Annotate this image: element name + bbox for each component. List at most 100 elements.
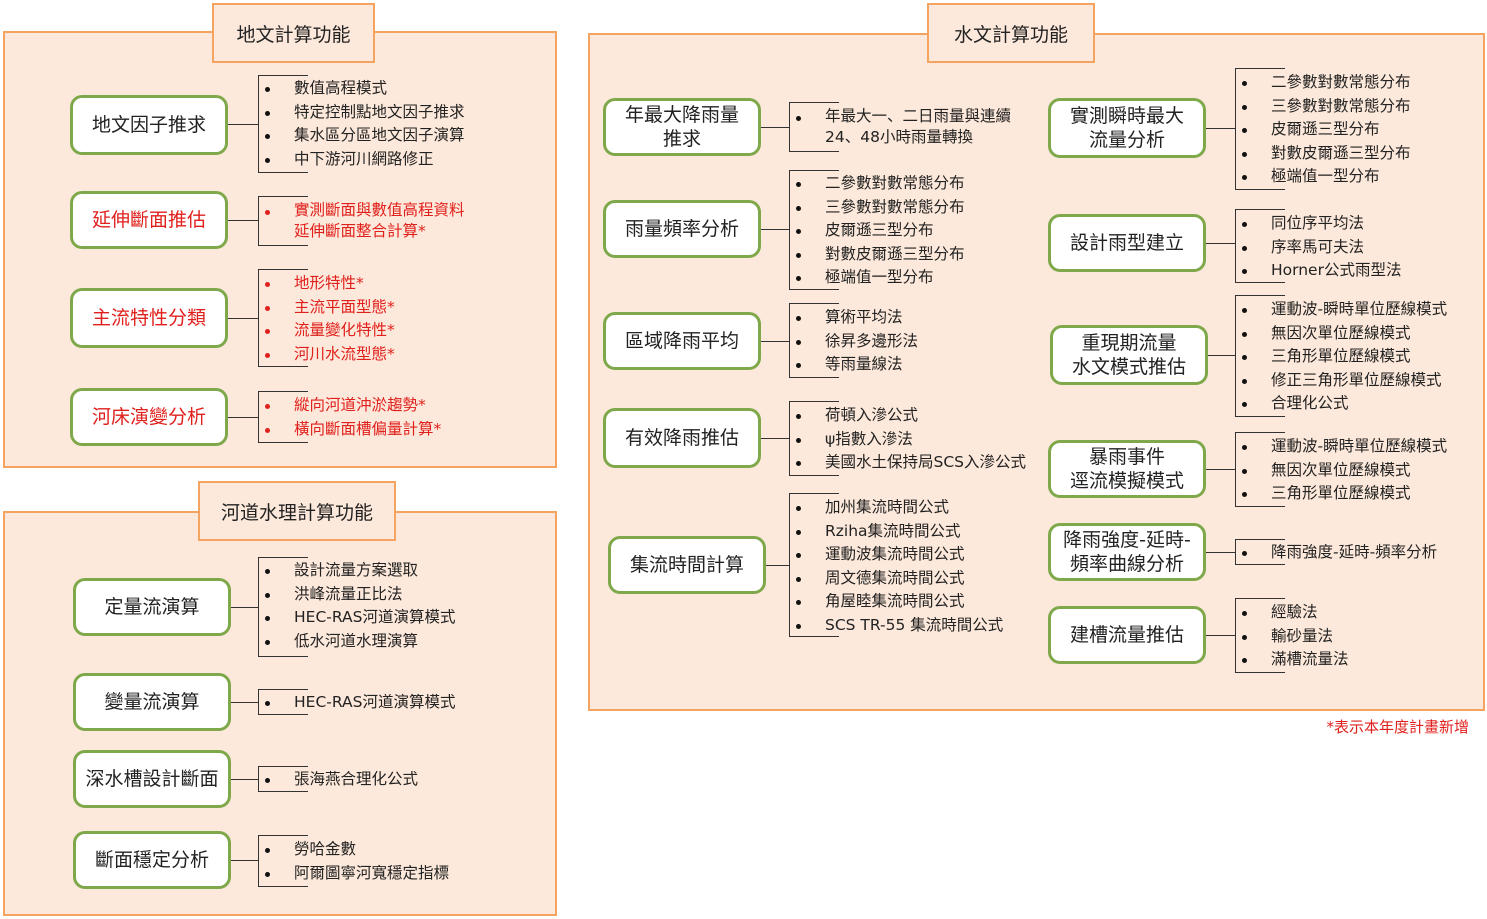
connector xyxy=(231,702,258,703)
list-item: 算術平均法 xyxy=(789,306,918,330)
list-item: 設計流量方案選取 xyxy=(258,559,455,583)
list-item: 阿爾圖寧河寬穩定指標 xyxy=(258,862,449,886)
list-item: 低水河道水理演算 xyxy=(258,630,455,654)
list-item: 主流平面型態* xyxy=(258,296,395,320)
connector xyxy=(231,607,258,608)
list-annual-max-rainfall: 年最大一、二日雨量與連續 24、48小時雨量轉換 xyxy=(789,106,1011,148)
bracket xyxy=(789,102,839,152)
list-item: 河川水流型態* xyxy=(258,343,395,367)
connector xyxy=(228,318,258,319)
list-item: 年最大一、二日雨量與連續 24、48小時雨量轉換 xyxy=(789,106,1011,148)
list-item: 對數皮爾遜三型分布 xyxy=(1235,142,1411,166)
list-item: 極端值一型分布 xyxy=(789,266,965,290)
list-mainstream-class: 地形特性* 主流平面型態* 流量變化特性* 河川水流型態* xyxy=(258,272,395,366)
node-areal-rainfall: 區域降雨平均 xyxy=(603,312,761,370)
legend-note: *表示本年度計畫新增 xyxy=(1326,718,1469,736)
list-item: 皮爾遜三型分布 xyxy=(1235,118,1411,142)
connector xyxy=(761,341,789,342)
bracket xyxy=(1235,598,1285,673)
connector xyxy=(228,220,258,221)
list-item: SCS TR-55 集流時間公式 xyxy=(789,614,1003,638)
list-deep-channel: 張海燕合理化公式 xyxy=(258,768,418,792)
bracket xyxy=(789,170,839,290)
list-steady-flow: 設計流量方案選取 洪峰流量正比法 HEC-RAS河道演算模式 低水河道水理演算 xyxy=(258,559,455,653)
list-item: 經驗法 xyxy=(1235,601,1349,625)
list-item: 皮爾遜三型分布 xyxy=(789,219,965,243)
connector xyxy=(231,779,258,780)
list-bankfull-flow: 經驗法 輸砂量法 滿槽流量法 xyxy=(1235,601,1349,672)
list-item: 流量變化特性* xyxy=(258,319,395,343)
node-effective-rainfall: 有效降雨推估 xyxy=(603,408,761,468)
bracket xyxy=(258,835,308,887)
bracket xyxy=(258,689,308,715)
node-rainfall-frequency: 雨量頻率分析 xyxy=(603,200,761,258)
list-peak-flow: 二參數對數常態分布 三參數對數常態分布 皮爾遜三型分布 對數皮爾遜三型分布 極端… xyxy=(1235,71,1411,189)
connector xyxy=(761,127,789,128)
connector xyxy=(1206,635,1235,636)
list-item: 數值高程模式 xyxy=(258,77,465,101)
connector xyxy=(1208,355,1235,356)
list-item: 三參數對數常態分布 xyxy=(789,196,965,220)
list-item: 無因次單位歷線模式 xyxy=(1235,459,1447,483)
list-item: 橫向斷面槽偏量計算* xyxy=(258,418,441,442)
list-idf-curve: 降雨強度-延時-頻率分析 xyxy=(1235,541,1437,565)
node-unsteady-flow: 變量流演算 xyxy=(73,673,231,731)
hydro-panel-title: 水文計算功能 xyxy=(927,3,1095,63)
node-return-period-flow: 重現期流量 水文模式推估 xyxy=(1050,325,1208,385)
bracket xyxy=(258,391,308,443)
node-riverbed-evolution: 河床演變分析 xyxy=(70,388,228,446)
bracket xyxy=(258,196,308,246)
list-item: 中下游河川網路修正 xyxy=(258,148,465,172)
bracket xyxy=(789,401,839,476)
bracket xyxy=(1235,432,1285,507)
list-item: 對數皮爾遜三型分布 xyxy=(789,243,965,267)
list-item: 無因次單位歷線模式 xyxy=(1235,322,1447,346)
list-item: 二參數對數常態分布 xyxy=(1235,71,1411,95)
list-item: ψ指數入滲法 xyxy=(789,428,1026,452)
river-panel-title: 河道水理計算功能 xyxy=(198,481,396,541)
node-idf-curve: 降雨強度-延時- 頻率曲線分析 xyxy=(1048,523,1206,581)
node-section-stability: 斷面穩定分析 xyxy=(73,831,231,889)
geo-panel-title: 地文計算功能 xyxy=(212,3,375,63)
list-item: 徐昇多邊形法 xyxy=(789,330,918,354)
list-item: 降雨強度-延時-頻率分析 xyxy=(1235,541,1437,565)
list-item: 三角形單位歷線模式 xyxy=(1235,482,1447,506)
list-item: 集水區分區地文因子演算 xyxy=(258,124,465,148)
list-item: 荷頓入滲公式 xyxy=(789,404,1026,428)
bracket xyxy=(258,557,308,657)
connector xyxy=(228,124,258,125)
list-item: 運動波-瞬時單位歷線模式 xyxy=(1235,435,1447,459)
list-item: 加州集流時間公式 xyxy=(789,496,1003,520)
list-item: 序率馬可夫法 xyxy=(1235,236,1401,260)
bracket xyxy=(1235,539,1285,565)
list-item: 洪峰流量正比法 xyxy=(258,583,455,607)
list-terrain-factor: 數值高程模式 特定控制點地文因子推求 集水區分區地文因子演算 中下游河川網路修正 xyxy=(258,77,465,171)
bracket xyxy=(789,303,839,378)
list-unsteady-flow: HEC-RAS河道演算模式 xyxy=(258,691,455,715)
list-item: 等雨量線法 xyxy=(789,353,918,377)
bracket xyxy=(258,766,308,792)
connector xyxy=(1206,552,1235,553)
list-item: 縱向河道沖淤趨勢* xyxy=(258,394,441,418)
list-item: 三參數對數常態分布 xyxy=(1235,95,1411,119)
list-section-stability: 勞哈金數 阿爾圖寧河寬穩定指標 xyxy=(258,838,449,885)
connector xyxy=(228,417,258,418)
list-item: 實測斷面與數值高程資料 延伸斷面整合計算* xyxy=(258,200,465,242)
list-item: 地形特性* xyxy=(258,272,395,296)
connector xyxy=(761,438,789,439)
list-item: 修正三角形單位歷線模式 xyxy=(1235,369,1447,393)
list-areal-rainfall: 算術平均法 徐昇多邊形法 等雨量線法 xyxy=(789,306,918,377)
list-item: HEC-RAS河道演算模式 xyxy=(258,606,455,630)
list-item: 二參數對數常態分布 xyxy=(789,172,965,196)
bracket xyxy=(1235,295,1285,417)
bracket xyxy=(258,269,308,367)
list-item: 滿槽流量法 xyxy=(1235,648,1349,672)
node-storm-runoff: 暴雨事件 逕流模擬模式 xyxy=(1048,440,1206,498)
connector xyxy=(761,229,789,230)
list-item: 三角形單位歷線模式 xyxy=(1235,345,1447,369)
connector xyxy=(1206,469,1235,470)
list-design-hyetograph: 同位序平均法 序率馬可夫法 Horner公式雨型法 xyxy=(1235,212,1401,283)
connector xyxy=(766,565,789,566)
bracket xyxy=(258,75,308,173)
node-design-hyetograph: 設計雨型建立 xyxy=(1048,214,1206,272)
